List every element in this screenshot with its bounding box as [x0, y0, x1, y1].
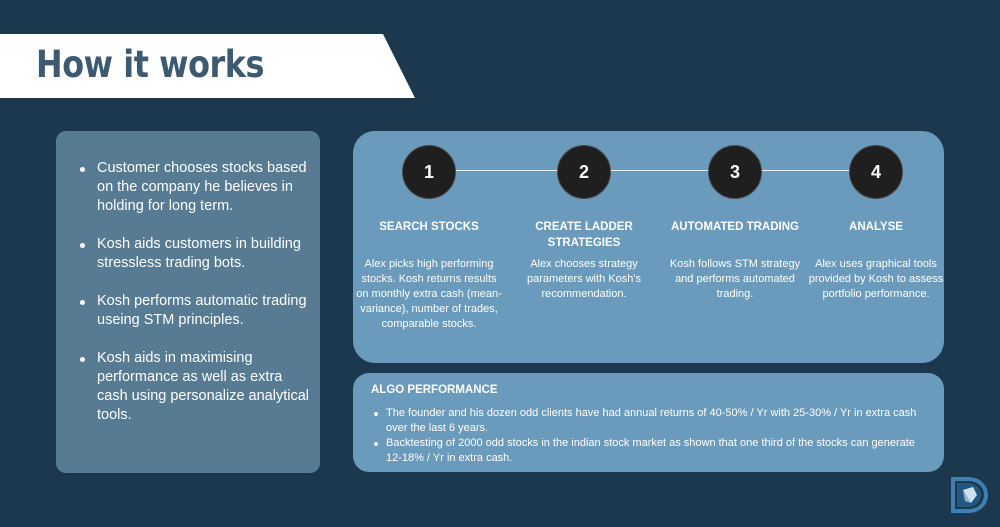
- step-description: Alex picks high performing stocks. Kosh …: [356, 258, 502, 330]
- list-item-text: The founder and his dozen odd clients ha…: [386, 407, 917, 434]
- bullet-icon: [374, 442, 378, 446]
- step-description: Kosh follows STM strategy and performs a…: [669, 258, 801, 300]
- step-1: 1 SEARCH STOCKS Alex picks high performi…: [354, 145, 504, 332]
- list-item: The founder and his dozen odd clients ha…: [371, 406, 926, 436]
- step-title: AUTOMATED TRADING: [671, 221, 799, 233]
- step-title: CREATE LADDER STRATEGIES: [535, 221, 633, 249]
- list-item: Backtesting of 2000 odd stocks in the in…: [371, 436, 926, 466]
- bullet-icon: [80, 357, 85, 362]
- algo-performance-list: The founder and his dozen odd clients ha…: [371, 406, 926, 466]
- steps-card: 1 SEARCH STOCKS Alex picks high performi…: [353, 131, 944, 363]
- step-2: 2 CREATE LADDER STRATEGIES Alex chooses …: [509, 145, 659, 302]
- list-item: Kosh performs automatic trading useing S…: [77, 292, 311, 330]
- title-banner: How it works: [0, 34, 415, 98]
- steps-connector-line: [429, 170, 877, 171]
- list-item-text: Kosh aids in maximising performance as w…: [97, 350, 309, 423]
- step-title: ANALYSE: [849, 221, 903, 233]
- step-number-circle: 2: [557, 145, 611, 199]
- list-item: Kosh aids in maximising performance as w…: [77, 349, 311, 425]
- algo-performance-card: ALGO PERFORMANCE The founder and his doz…: [353, 373, 944, 472]
- bullet-icon: [80, 167, 85, 172]
- step-number-circle: 4: [849, 145, 903, 199]
- kosh-d-logo-icon: [951, 477, 989, 513]
- features-card: Customer chooses stocks based on the com…: [56, 131, 320, 473]
- step-title: SEARCH STOCKS: [379, 221, 479, 233]
- bullet-icon: [80, 243, 85, 248]
- step-description: Alex chooses strategy parameters with Ko…: [527, 258, 641, 300]
- list-item: Kosh aids customers in building stressle…: [77, 235, 311, 273]
- list-item-text: Kosh performs automatic trading useing S…: [97, 293, 307, 328]
- step-3: 3 AUTOMATED TRADING Kosh follows STM str…: [660, 145, 810, 302]
- step-number-circle: 1: [402, 145, 456, 199]
- bullet-icon: [374, 412, 378, 416]
- features-list: Customer chooses stocks based on the com…: [77, 159, 311, 444]
- list-item: Customer chooses stocks based on the com…: [77, 159, 311, 216]
- bullet-icon: [80, 300, 85, 305]
- step-4: 4 ANALYSE Alex uses graphical tools prov…: [801, 145, 951, 302]
- step-number-circle: 3: [708, 145, 762, 199]
- list-item-text: Kosh aids customers in building stressle…: [97, 236, 301, 271]
- list-item-text: Customer chooses stocks based on the com…: [97, 160, 307, 214]
- page-title: How it works: [36, 43, 265, 86]
- step-description: Alex uses graphical tools provided by Ko…: [808, 258, 944, 300]
- list-item-text: Backtesting of 2000 odd stocks in the in…: [386, 437, 915, 464]
- algo-performance-title: ALGO PERFORMANCE: [371, 384, 498, 396]
